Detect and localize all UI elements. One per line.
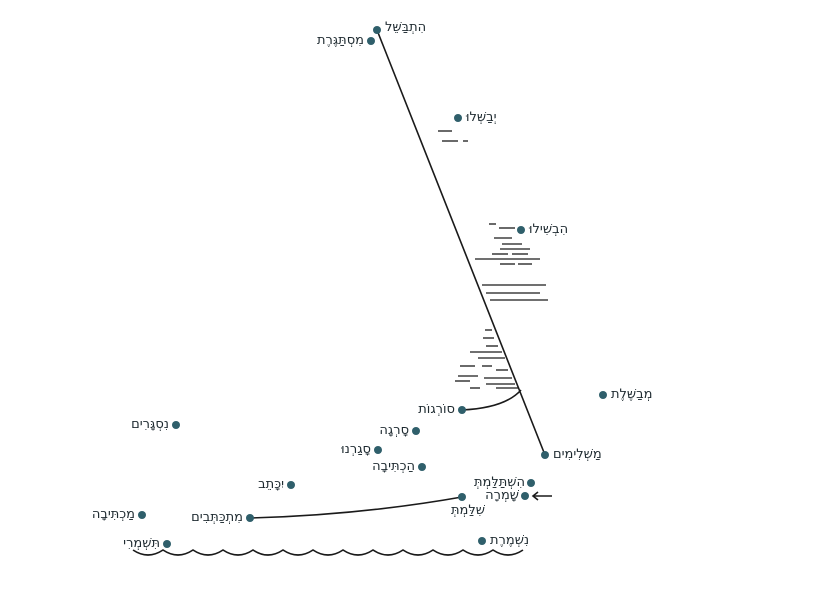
main-connector-line [376, 29, 546, 456]
node-label-mevashelet: מְבַשֶּׁלֶת [611, 387, 653, 402]
node-dot-sarga [412, 427, 420, 435]
node-dot-hishtalamt [527, 479, 535, 487]
node-label-hachtiva: הַכְתִּיבָה [372, 459, 415, 474]
node-dot-hivshilu [517, 226, 525, 234]
node-dot-mevashelet [599, 391, 607, 399]
node-label-yevashlu: יְבַשְּׁלוּ [466, 110, 497, 125]
node-label-hivshilu: הִבְשִׁילוּ [529, 222, 569, 237]
node-label-sorgot: סוֹרְגוֹת [418, 402, 455, 417]
node-dot-yikatev [287, 481, 295, 489]
arrow-to-shamra [531, 491, 552, 501]
wavy-line [132, 549, 524, 556]
node-dot-yevashlu [454, 114, 462, 122]
node-dot-hachtiva [418, 463, 426, 471]
node-label-hishtalamt: הִשְׁתַּלַּמְתְּ [473, 475, 525, 490]
hatch-marks [438, 130, 548, 389]
node-label-yikatev: יִכָּתֵב [258, 477, 284, 492]
node-label-mistageret: מִסְתַּגֶּרֶת [316, 33, 364, 48]
node-dot-hitbashel [373, 26, 381, 34]
node-label-mitkatvim: מִתְכַּתְּבִים [191, 510, 243, 525]
node-dot-nisgarim [172, 421, 180, 429]
node-label-sagarnu: סָגַרְנוּ [341, 442, 371, 457]
node-label-shamra: שָׁמְרָה [485, 488, 519, 503]
node-label-machtiva: מַכְתִּיבָה [91, 507, 135, 522]
node-dot-mistageret [367, 37, 375, 45]
node-dot-machtiva [138, 511, 146, 519]
node-dot-nishmeret [478, 537, 486, 545]
node-dot-sagarnu [374, 446, 382, 454]
node-label-nisgarim: נִסְגָּרִים [131, 417, 169, 432]
node-dot-mashlimim [541, 451, 549, 459]
node-label-tishmeri: תִּשְׁמְרִי [123, 536, 160, 551]
node-label-shilamt: שִׁלַּמְתְּ [451, 503, 485, 518]
node-dot-tishmeri [163, 540, 171, 548]
mitkatvim-shilamt-line [249, 496, 463, 519]
node-dot-mitkatvim [246, 514, 254, 522]
sorgot-curve [461, 389, 522, 411]
node-label-mashlimim: מַשְׁלִימִים [553, 447, 602, 462]
node-dot-shamra [521, 492, 529, 500]
node-label-sarga: סָרְגָה [379, 423, 409, 438]
node-label-hitbashel: הִתְבַּשֵּׁל [385, 20, 427, 35]
node-dot-sorgot [458, 406, 466, 414]
node-label-nishmeret: נִשְׁמֶרֶת [490, 533, 530, 548]
node-dot-shilamt [458, 493, 466, 501]
